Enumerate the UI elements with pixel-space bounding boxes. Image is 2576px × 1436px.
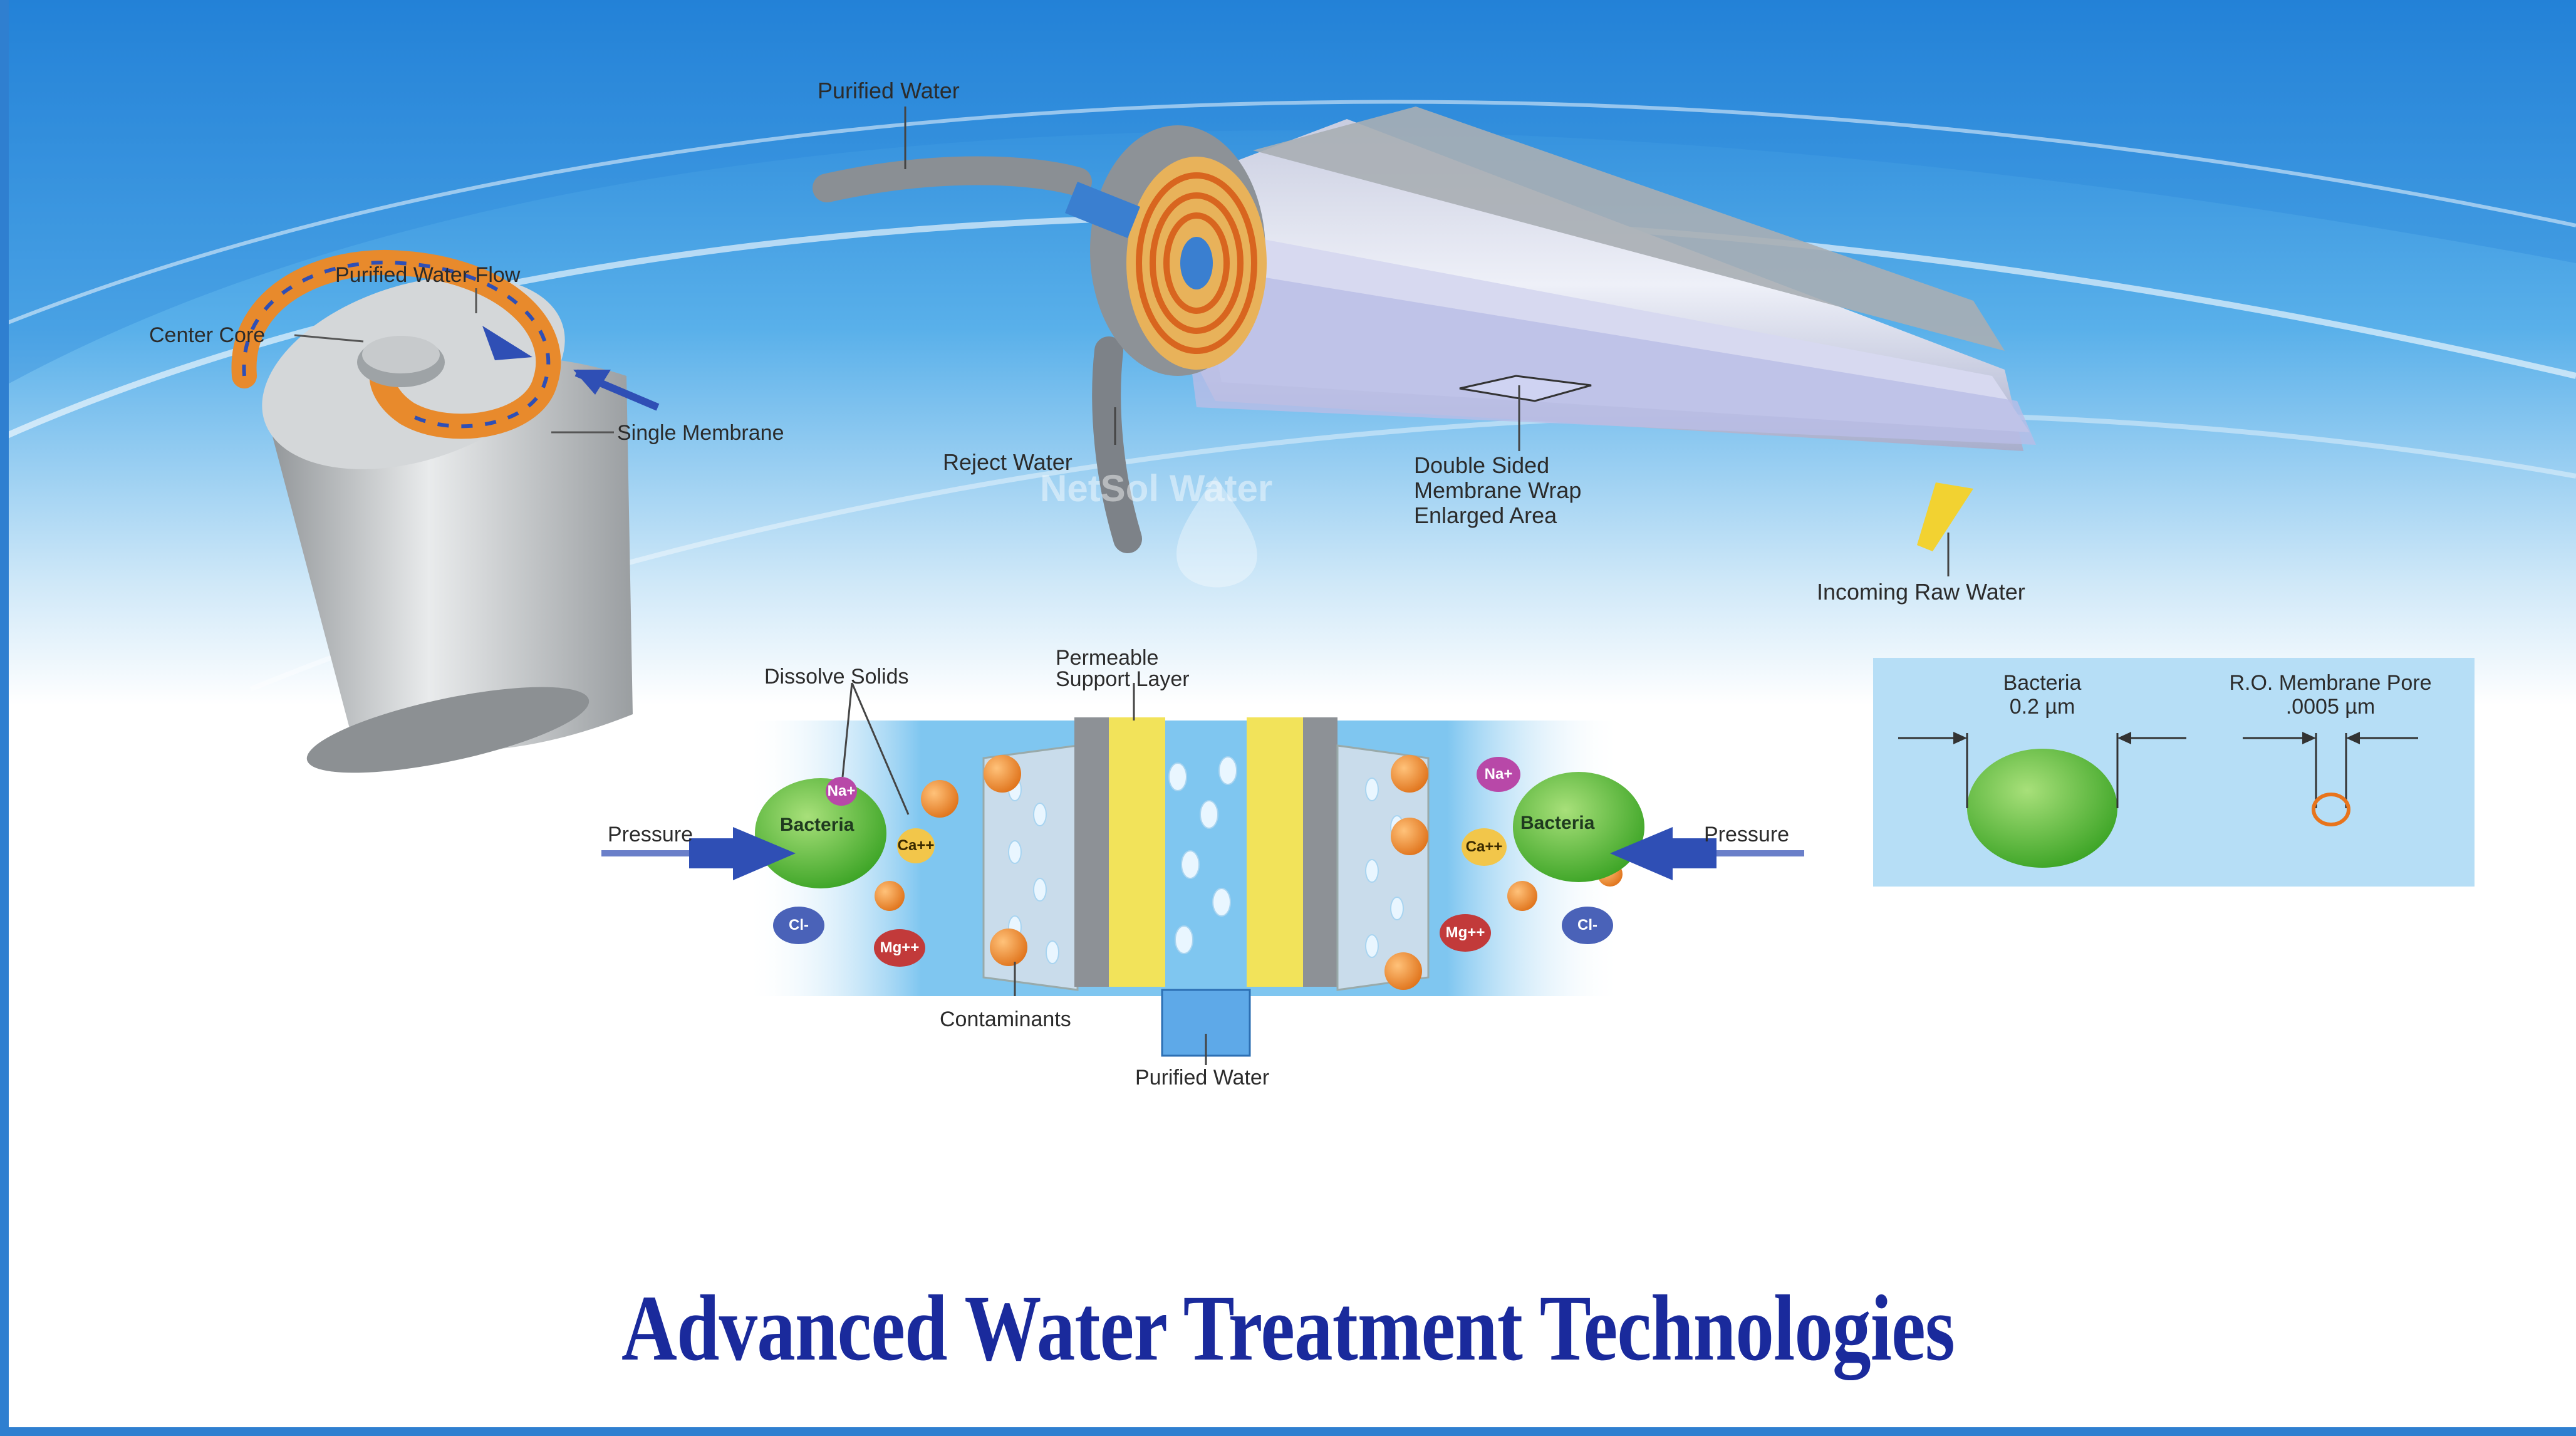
label-bacteria-left: Bacteria bbox=[780, 814, 854, 835]
ion-mg-right: Mg++ bbox=[1440, 914, 1491, 952]
label-purified-water-top: Purified Water bbox=[818, 78, 960, 103]
label-double-sided-2: Membrane Wrap bbox=[1414, 477, 1582, 503]
size-comparison-box bbox=[1873, 658, 2475, 887]
watermark-logo bbox=[1176, 476, 1257, 588]
label-bacteria-right: Bacteria bbox=[1520, 813, 1595, 833]
membrane-cartridge bbox=[813, 107, 2036, 576]
label-permeable-2: Support Layer bbox=[1056, 667, 1190, 691]
ion-cl-right: Cl- bbox=[1562, 907, 1613, 944]
label-bacteria-size-title: Bacteria bbox=[2003, 671, 2082, 695]
ion-ca-left: Ca++ bbox=[897, 828, 935, 863]
label-purified-water-bottom: Purified Water bbox=[1135, 1066, 1270, 1090]
label-pore-value: .0005 µm bbox=[2285, 695, 2376, 719]
label-contaminants: Contaminants bbox=[940, 1007, 1071, 1031]
label-center-core: Center Core bbox=[149, 323, 266, 347]
ion-ca-right: Ca++ bbox=[1462, 828, 1507, 866]
label-bacteria-size-value: 0.2 µm bbox=[2009, 695, 2075, 719]
label-permeable-1: Permeable bbox=[1056, 646, 1159, 670]
label-reject-water: Reject Water bbox=[943, 449, 1072, 475]
label-double-sided-1: Double Sided bbox=[1414, 452, 1550, 478]
osmosis-cross-section bbox=[601, 682, 1804, 1065]
ion-na-left: Na+ bbox=[826, 777, 857, 806]
page-title: Advanced Water Treatment Technologies bbox=[621, 1276, 1955, 1380]
ion-na-right: Na+ bbox=[1477, 757, 1520, 792]
label-pore-title: R.O. Membrane Pore bbox=[2229, 671, 2432, 695]
spiral-membrane-roll bbox=[231, 250, 660, 773]
watermark-text: NetSol Water bbox=[1040, 467, 1273, 509]
label-double-sided-3: Enlarged Area bbox=[1414, 502, 1557, 528]
label-purified-water-flow: Purified Water Flow bbox=[335, 263, 521, 287]
label-pressure-left: Pressure bbox=[608, 823, 693, 846]
label-single-membrane: Single Membrane bbox=[617, 421, 784, 445]
label-dissolve-solids: Dissolve Solids bbox=[764, 665, 909, 689]
label-pressure-right: Pressure bbox=[1704, 823, 1790, 846]
ion-cl-left: Cl- bbox=[773, 907, 824, 944]
ion-mg-left: Mg++ bbox=[874, 929, 925, 967]
label-incoming-raw-water: Incoming Raw Water bbox=[1817, 579, 2025, 605]
